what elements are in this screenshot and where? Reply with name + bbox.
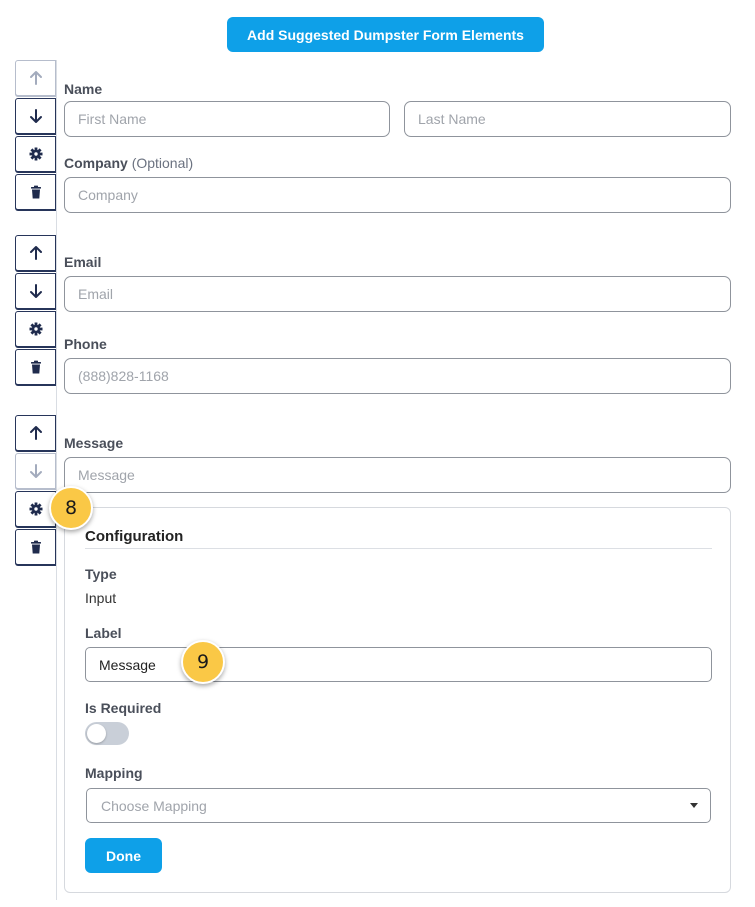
mapping-select[interactable]: Choose Mapping <box>86 788 711 823</box>
mapping-label: Mapping <box>85 765 143 781</box>
add-suggested-elements-button[interactable]: Add Suggested Dumpster Form Elements <box>227 17 544 52</box>
email-label: Email <box>64 254 102 270</box>
group-rail <box>56 60 57 900</box>
phone-label: Phone <box>64 336 107 352</box>
message-input[interactable]: Message <box>64 457 731 493</box>
caret-down-icon <box>690 803 698 808</box>
move-down-button[interactable] <box>15 453 56 489</box>
mapping-placeholder: Choose Mapping <box>101 797 207 814</box>
toggle-knob <box>87 724 106 743</box>
done-button[interactable]: Done <box>85 838 162 873</box>
type-value: Input <box>85 590 117 606</box>
step-badge: 8 <box>49 486 93 530</box>
arrow-up-icon <box>29 426 42 440</box>
move-up-button[interactable] <box>15 415 56 451</box>
trash-icon <box>30 185 41 199</box>
gear-icon <box>29 147 42 161</box>
is-required-toggle[interactable] <box>85 722 129 745</box>
trash-icon <box>30 360 41 374</box>
is-required-label: Is Required <box>85 700 162 716</box>
step-badge: 9 <box>181 640 225 684</box>
arrow-down-icon <box>29 284 42 298</box>
delete-button[interactable] <box>15 174 56 210</box>
label-input[interactable]: Message <box>85 647 712 682</box>
move-up-button[interactable] <box>15 235 56 271</box>
gear-icon <box>29 322 42 336</box>
company-label: Company (Optional) <box>64 155 193 171</box>
arrow-down-icon <box>29 109 42 123</box>
first-name-input[interactable]: First Name <box>64 101 390 137</box>
move-down-button[interactable] <box>15 273 56 309</box>
move-down-button[interactable] <box>15 98 56 134</box>
company-label-text: Company <box>64 155 128 171</box>
phone-input[interactable]: (888)828-1168 <box>64 358 731 394</box>
name-label: Name <box>64 81 103 97</box>
last-name-input[interactable]: Last Name <box>404 101 731 137</box>
message-label: Message <box>64 435 124 451</box>
settings-button[interactable] <box>15 136 56 172</box>
gear-icon <box>29 502 42 516</box>
divider <box>85 548 712 549</box>
arrow-up-icon <box>29 246 42 260</box>
company-input[interactable]: Company <box>64 177 731 213</box>
trash-icon <box>30 540 41 554</box>
configuration-panel: Configuration Type Input Label Message I… <box>64 507 731 893</box>
settings-button[interactable] <box>15 311 56 347</box>
label-label: Label <box>85 625 122 641</box>
delete-button[interactable] <box>15 529 56 565</box>
optional-tag: (Optional) <box>131 155 194 171</box>
arrow-up-icon <box>29 71 42 85</box>
delete-button[interactable] <box>15 349 56 385</box>
type-label: Type <box>85 566 117 582</box>
email-input[interactable]: Email <box>64 276 731 312</box>
move-up-button[interactable] <box>15 60 56 96</box>
arrow-down-icon <box>29 464 42 478</box>
configuration-title: Configuration <box>85 528 184 545</box>
